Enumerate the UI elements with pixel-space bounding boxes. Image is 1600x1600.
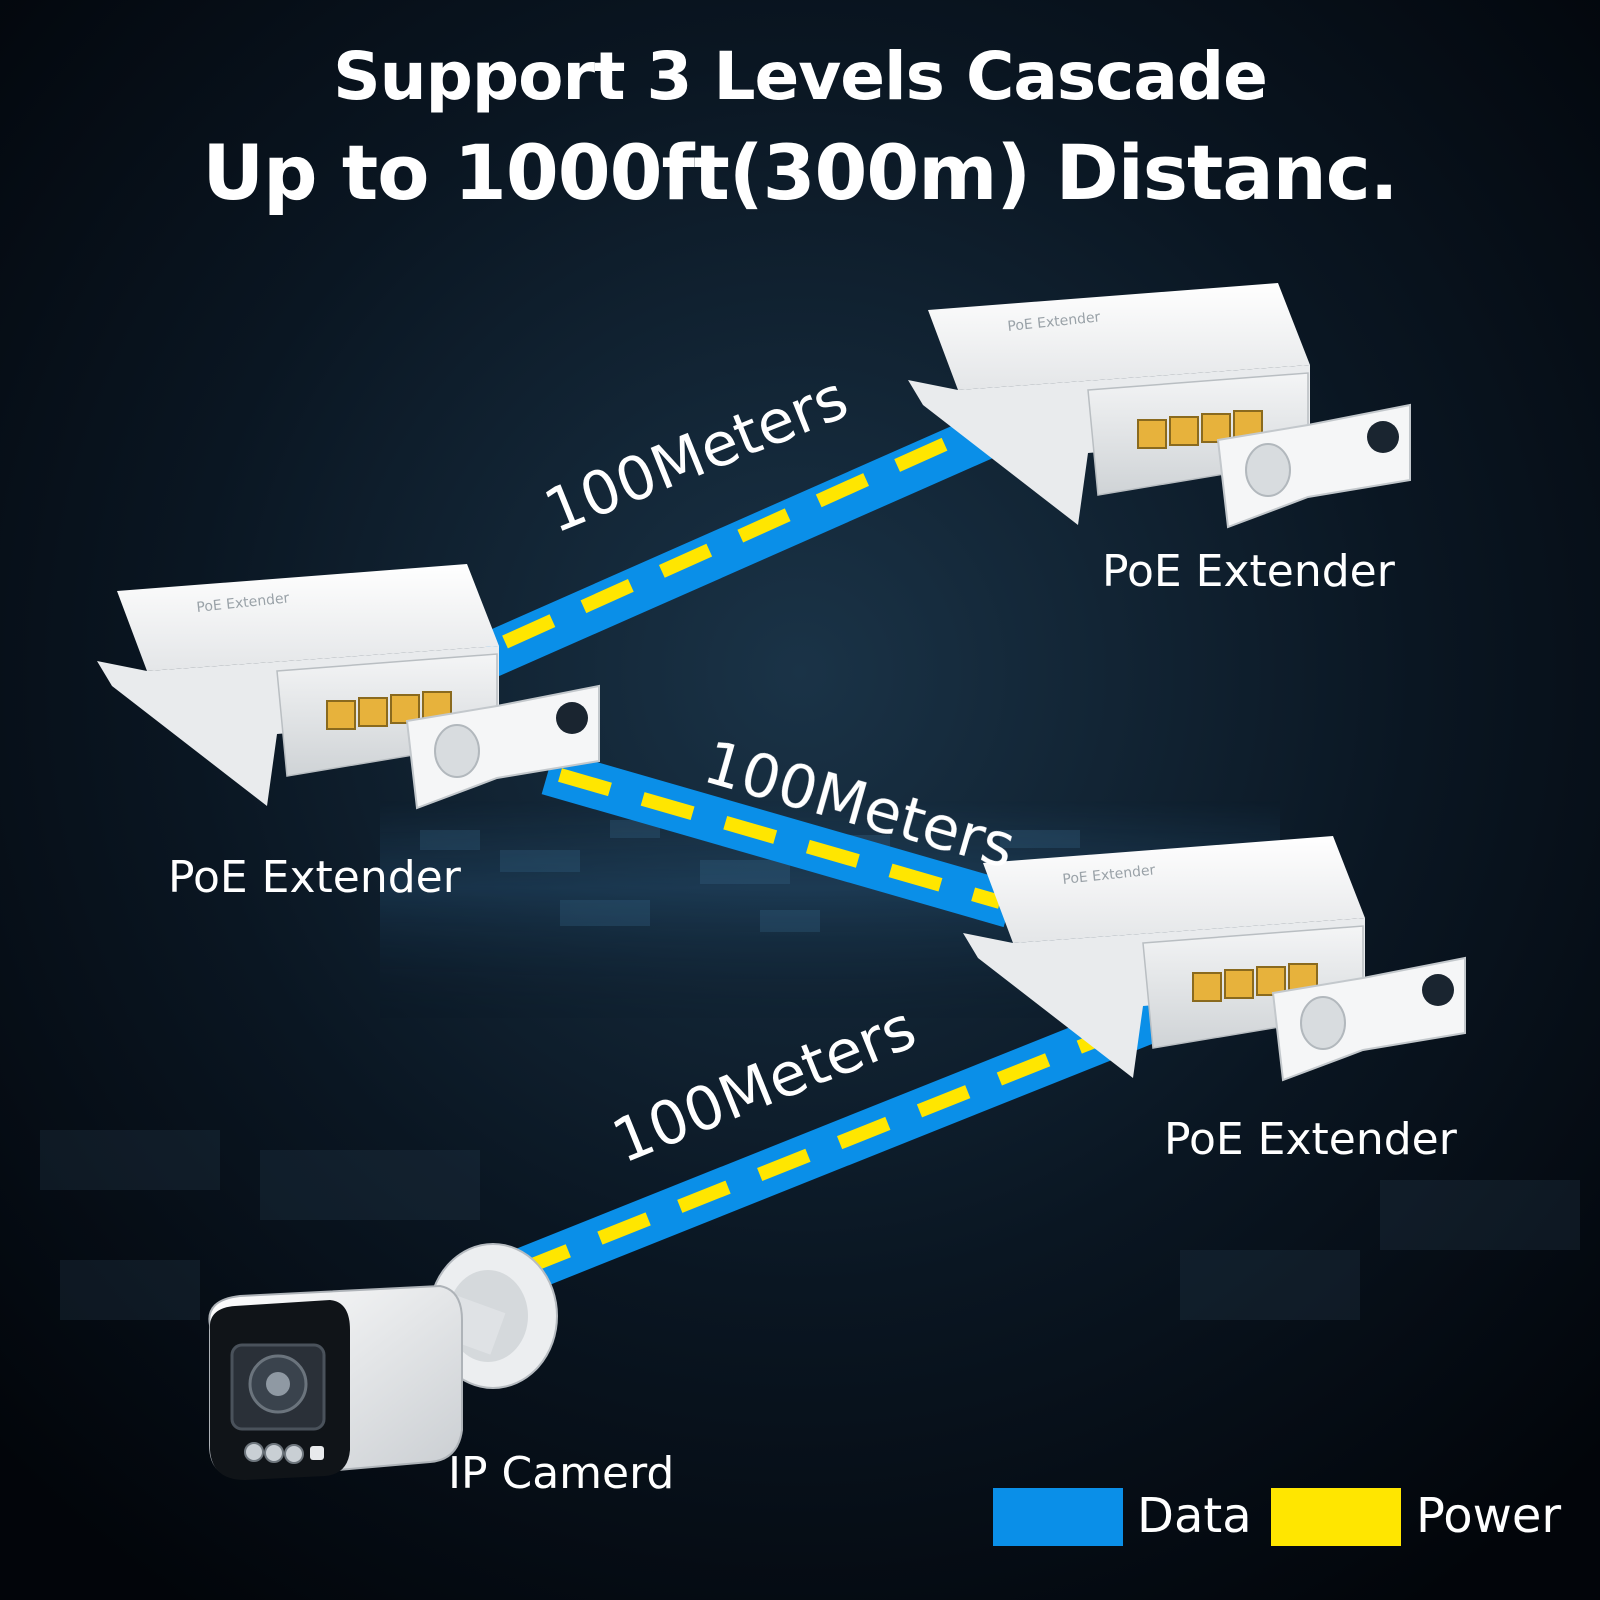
label-extender-left: PoE Extender: [168, 852, 461, 903]
camera-ir-leds: [244, 1442, 324, 1464]
mounting-bracket: [1271, 956, 1466, 1082]
poe-extender-device: PoE Extender: [908, 283, 1411, 529]
rj45-ports: [326, 691, 452, 730]
power-dashes: [517, 1008, 1163, 1277]
ip-camera: [208, 1243, 558, 1480]
label-ip-camera: IP Camerd: [448, 1448, 675, 1499]
cable-lower: [491, 988, 1184, 1302]
poe-extender-device: PoE Extender: [963, 836, 1466, 1082]
legend-data-label: Data: [1137, 1488, 1252, 1544]
rj45-ports: [1192, 963, 1318, 1002]
data-line: [480, 410, 1005, 677]
mounting-bracket: [405, 684, 600, 810]
legend-data-swatch: [993, 1488, 1123, 1546]
power-dashes: [502, 419, 988, 649]
label-extender-top-right: PoE Extender: [1102, 546, 1395, 597]
poe-extender-top-right: PoE Extender: [908, 283, 1411, 529]
rj45-ports: [1137, 410, 1263, 449]
title-line-1: Support 3 Levels Cascade: [333, 38, 1268, 115]
mounting-bracket: [1216, 403, 1411, 529]
poe-extender-device: PoE Extender: [97, 564, 600, 810]
legend-power-swatch: [1271, 1488, 1401, 1546]
poe-extender-bottom-right: PoE Extender: [963, 836, 1466, 1082]
legend-power-label: Power: [1416, 1488, 1562, 1544]
legend: [993, 1488, 1401, 1546]
cable-upper: [480, 410, 1005, 677]
camera-body: [208, 1284, 463, 1480]
poe-extender-left: PoE Extender: [97, 564, 600, 810]
power-dashes: [558, 768, 1002, 909]
title-line-2: Up to 1000ft(300m) Distanc.: [202, 128, 1398, 217]
label-extender-bottom-right: PoE Extender: [1164, 1114, 1457, 1165]
cable-middle: [541, 749, 1017, 928]
